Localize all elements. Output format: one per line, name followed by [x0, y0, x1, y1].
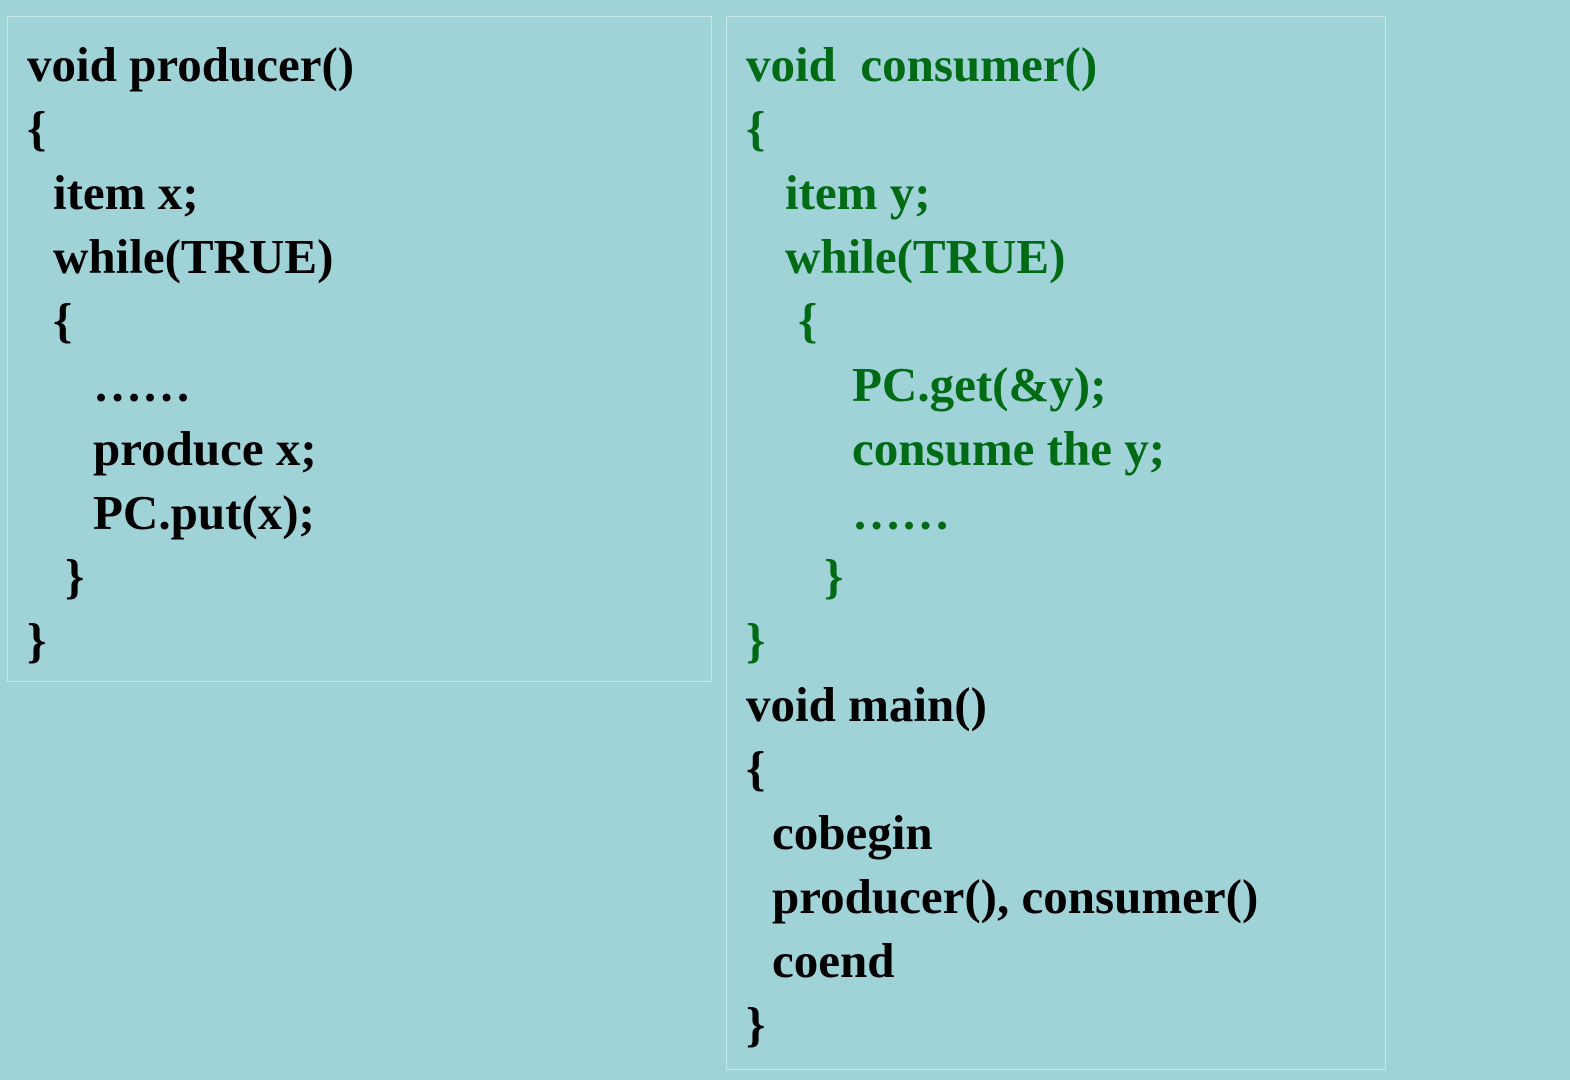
consumer-line-8: ……: [852, 485, 950, 540]
producer-line-3: item x;: [53, 165, 199, 220]
consumer-line-2: {: [746, 101, 766, 156]
consumer-line-1: void consumer(): [746, 37, 1098, 92]
main-line-5: coend: [772, 933, 895, 988]
producer-line-7: produce x;: [93, 421, 317, 476]
producer-line-9: }: [65, 549, 85, 604]
consumer-line-4: while(TRUE): [785, 229, 1066, 284]
consumer-line-9: }: [824, 549, 844, 604]
producer-line-6: ……: [93, 357, 191, 412]
consumer-line-3: item y;: [785, 165, 931, 220]
main-line-1: void main(): [746, 677, 987, 732]
producer-line-2: {: [27, 101, 47, 156]
producer-line-1: void producer(): [27, 37, 355, 92]
consumer-main-code-box: [726, 16, 1386, 1070]
consumer-line-7: consume the y;: [852, 421, 1166, 476]
producer-line-4: while(TRUE): [53, 229, 334, 284]
producer-code-box: [7, 16, 712, 682]
main-line-2: {: [746, 741, 766, 796]
main-line-4: producer(), consumer(): [772, 869, 1259, 924]
main-line-6: }: [746, 997, 766, 1052]
consumer-line-6: PC.get(&y);: [852, 357, 1107, 412]
producer-line-8: PC.put(x);: [93, 485, 315, 540]
main-line-3: cobegin: [772, 805, 933, 860]
consumer-line-10: }: [746, 613, 766, 668]
producer-line-5: {: [53, 293, 73, 348]
producer-line-10: }: [27, 613, 47, 668]
consumer-line-5: {: [798, 293, 818, 348]
